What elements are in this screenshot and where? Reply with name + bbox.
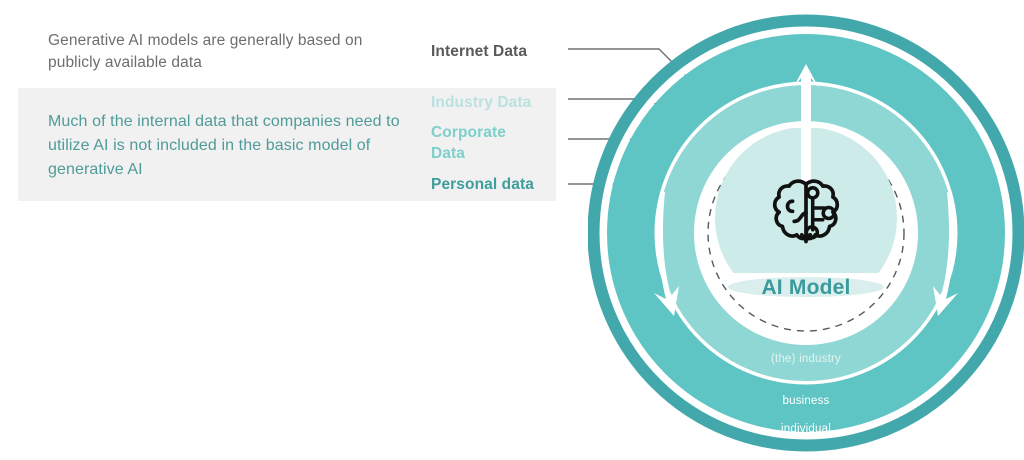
arrow-down-left [654, 192, 679, 316]
arrow-down-right [933, 192, 958, 316]
label-personal-data: Personal data [431, 176, 534, 193]
left-content-column: Generative AI models are generally based… [18, 32, 556, 201]
label-internet-data: Internet Data [431, 43, 528, 60]
ai-model-ring-diagram: (the) industry business individual AI Mo… [587, 8, 1024, 455]
core-shadow [728, 277, 884, 297]
brain-circuit-icon [764, 171, 848, 255]
ai-model-title: AI Model [761, 276, 851, 299]
intro-paragraph: Generative AI models are generally based… [48, 32, 363, 71]
emphasis-paragraph: Much of the internal data that companies… [48, 113, 400, 178]
label-industry-data: Industry Data [431, 94, 532, 111]
ring-label-individual: individual [781, 423, 831, 435]
ring-label-industry: (the) industry [771, 353, 841, 365]
label-corporate-data: Corporate Data [431, 124, 506, 162]
ring-label-business: business [782, 395, 830, 407]
ring-individual [587, 14, 1024, 452]
flow-arrows [654, 64, 958, 316]
ring-gap-outer [599, 26, 1013, 440]
ring-business [607, 34, 1005, 432]
emphasis-panel [18, 88, 556, 201]
arrow-up-top [793, 64, 819, 183]
